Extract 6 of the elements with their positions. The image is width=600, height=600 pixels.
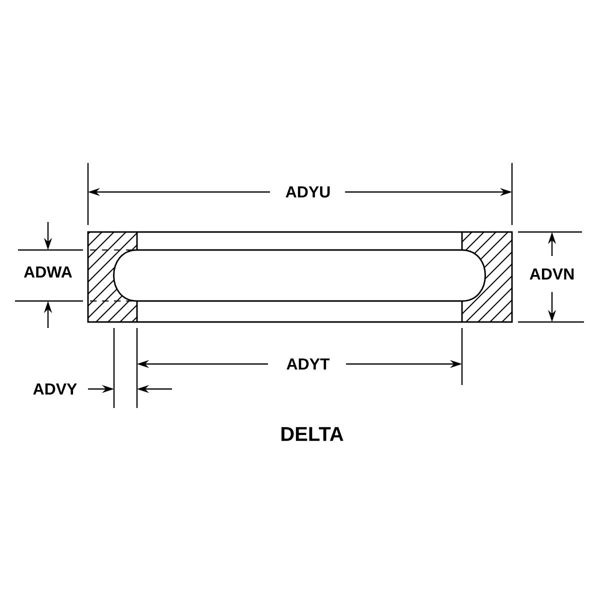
caption: DELTA bbox=[282, 427, 344, 441]
dimension-label: ADVN bbox=[530, 268, 574, 280]
dimension-label: ADWA bbox=[24, 266, 72, 278]
dimension-label: ADVY bbox=[33, 384, 77, 394]
dimension-label: ADYT bbox=[286, 358, 330, 370]
dimension-label: ADYU bbox=[286, 186, 330, 198]
